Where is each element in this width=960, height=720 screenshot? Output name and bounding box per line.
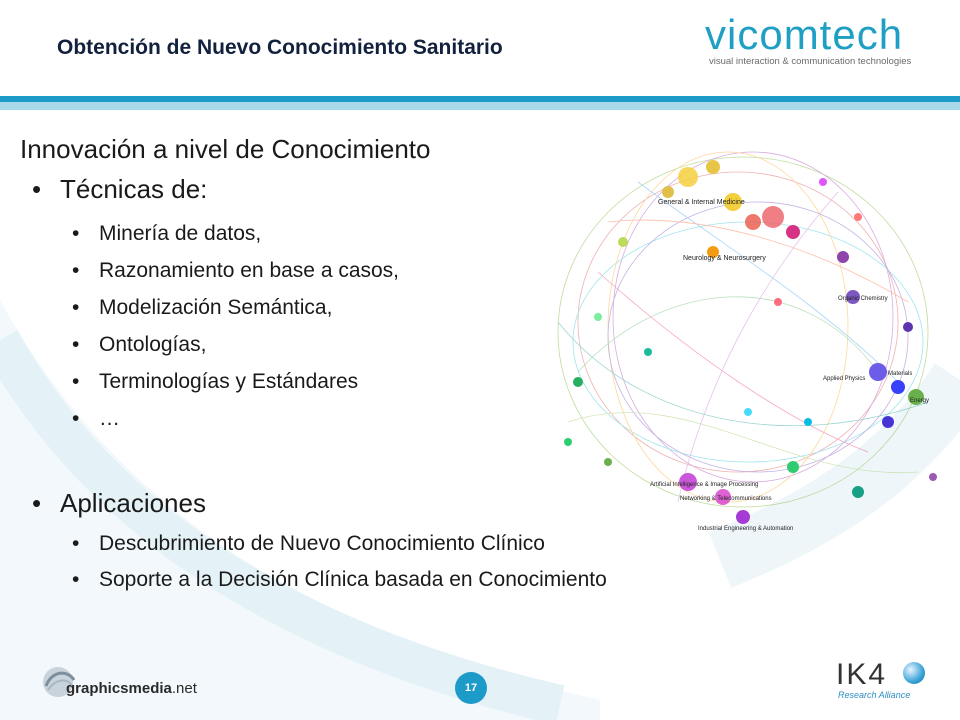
list-item: • Modelización Semántica, [72, 296, 332, 320]
graphicsmedia-logo-bold: graphicsmedia [66, 680, 172, 697]
section-aplicaciones: • Aplicaciones [32, 488, 206, 519]
bullet-icon: • [32, 174, 42, 204]
list-item: • Soporte a la Decisión Clínica basada en… [72, 568, 607, 592]
ik4-logo-word: IK4 [836, 658, 888, 691]
section-label: Técnicas de: [60, 174, 208, 204]
list-item: • Ontologías, [72, 333, 206, 357]
label-image-processing: Artificial Intelligence & Image Processi… [650, 482, 758, 488]
graphicsmedia-logo-suffix: .net [171, 680, 197, 697]
bullet-icon: • [72, 259, 80, 282]
ik4-logo-sub: Research Alliance [838, 690, 911, 700]
ik4-logo: IK4 Research Alliance [836, 658, 911, 701]
section-tecnicas: • Técnicas de: [32, 174, 207, 205]
section-label: Aplicaciones [60, 488, 206, 518]
list-item-text: Minería de datos, [99, 222, 262, 245]
label-industrial: Industrial Engineering & Automation [698, 526, 793, 532]
bullet-icon: • [72, 296, 80, 319]
bullet-icon: • [72, 568, 80, 591]
label-applied-physics: Applied Physics [823, 376, 865, 382]
list-item-text: Soporte a la Decisión Clínica basada en … [99, 568, 607, 591]
list-item-text: Razonamiento en base a casos, [99, 259, 400, 282]
label-networking: Networking & Telecommunications [680, 496, 772, 502]
bullet-icon: • [72, 532, 80, 555]
bullet-icon: • [72, 370, 80, 393]
science-map-network: General & Internal Medicine Neurology & … [557, 151, 937, 532]
list-item-text: Ontologías, [99, 333, 207, 356]
main-heading: Innovación a nivel de Conocimiento [20, 134, 431, 164]
label-materials: Materials [888, 371, 912, 377]
label-general-medicine: General & Internal Medicine [658, 199, 745, 206]
list-item: • Terminologías y Estándares [72, 370, 358, 394]
bullet-icon: • [72, 222, 80, 245]
list-item-text: … [99, 407, 120, 430]
header-bar-light [0, 102, 960, 110]
list-item-text: Terminologías y Estándares [99, 370, 359, 393]
vicomtech-logo-tagline: visual interaction & communication techn… [709, 56, 912, 67]
bullet-icon: • [72, 407, 80, 430]
bullet-icon: • [32, 488, 42, 518]
bullet-icon: • [72, 333, 80, 356]
graphicsmedia-logo-text: graphicsmedia.net [66, 680, 197, 697]
page-number: 17 [455, 672, 487, 704]
vicomtech-logo-word: vicomtech [705, 11, 904, 58]
list-item: •… [72, 407, 120, 431]
header-bar [0, 96, 960, 102]
vicomtech-logo: vicomtech visual interaction & communica… [705, 14, 915, 74]
list-item: • Descubrimiento de Nuevo Conocimiento Cl… [72, 532, 545, 556]
label-energy: Energy [910, 398, 929, 404]
list-item: • Minería de datos, [72, 222, 261, 246]
list-item-text: Modelización Semántica, [99, 296, 333, 319]
globe-icon [903, 662, 925, 684]
list-item-text: Descubrimiento de Nuevo Conocimiento Clí… [99, 532, 545, 555]
graphicsmedia-logo-mark [43, 667, 76, 697]
slide-title: Obtención de Nuevo Conocimiento Sanitari… [57, 36, 503, 59]
list-item: • Razonamiento en base a casos, [72, 259, 399, 283]
label-organic-chemistry: Organic Chemistry [838, 296, 888, 302]
label-neurology: Neurology & Neurosurgery [683, 255, 766, 262]
